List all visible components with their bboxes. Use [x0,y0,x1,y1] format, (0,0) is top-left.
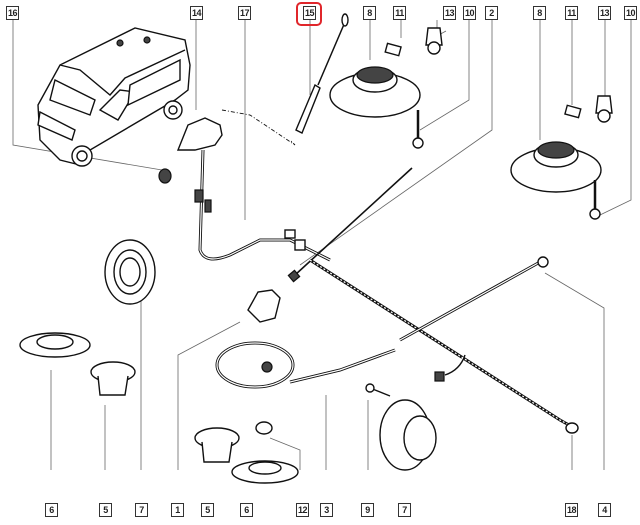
callout-6-right[interactable]: 6 [240,503,253,517]
callout-10-right[interactable]: 10 [624,6,637,20]
door-speaker-right [510,95,613,220]
callout-2[interactable]: 2 [485,6,498,20]
antenna-grommet [158,168,172,184]
callout-9[interactable]: 9 [361,503,374,517]
callout-4[interactable]: 4 [598,503,611,517]
callout-5-right[interactable]: 5 [201,503,214,517]
antenna-mast [295,13,349,134]
callout-10-left[interactable]: 10 [463,6,476,20]
callout-11-left[interactable]: 11 [393,6,406,20]
callout-5-left[interactable]: 5 [99,503,112,517]
door-speaker-left [329,27,443,149]
antenna-base [247,289,281,323]
woofer-left [104,239,156,305]
callout-11-right[interactable]: 11 [565,6,578,20]
callout-15[interactable]: 15 [303,6,316,20]
tweeter-right [194,427,240,463]
callout-13-right[interactable]: 13 [598,6,611,20]
callout-1[interactable]: 1 [171,503,184,517]
tweeter-left [90,361,136,396]
callout-8-left[interactable]: 8 [363,6,376,20]
grommet [255,421,273,435]
callout-18[interactable]: 18 [565,503,578,517]
rear-harness [309,256,579,434]
callout-3[interactable]: 3 [320,503,333,517]
callout-17[interactable]: 17 [238,6,251,20]
tweeter-cover-right [231,460,299,484]
antenna-harness [194,149,331,262]
woofer-rear [365,383,437,471]
tweeter-cover-left [19,332,91,358]
antenna-lead [215,341,396,389]
antenna-cable [287,167,413,283]
leader-lines [12,20,632,482]
callout-7-right[interactable]: 7 [398,503,411,517]
van-illustration [37,27,191,167]
callout-highlight [296,2,322,26]
callout-14[interactable]: 14 [190,6,203,20]
callout-6-left[interactable]: 6 [45,503,58,517]
roof-antenna [176,109,296,151]
callout-12[interactable]: 12 [296,503,309,517]
callout-7-left[interactable]: 7 [135,503,148,517]
callout-13-left[interactable]: 13 [443,6,456,20]
callout-8-right[interactable]: 8 [533,6,546,20]
callout-16[interactable]: 16 [6,6,19,20]
